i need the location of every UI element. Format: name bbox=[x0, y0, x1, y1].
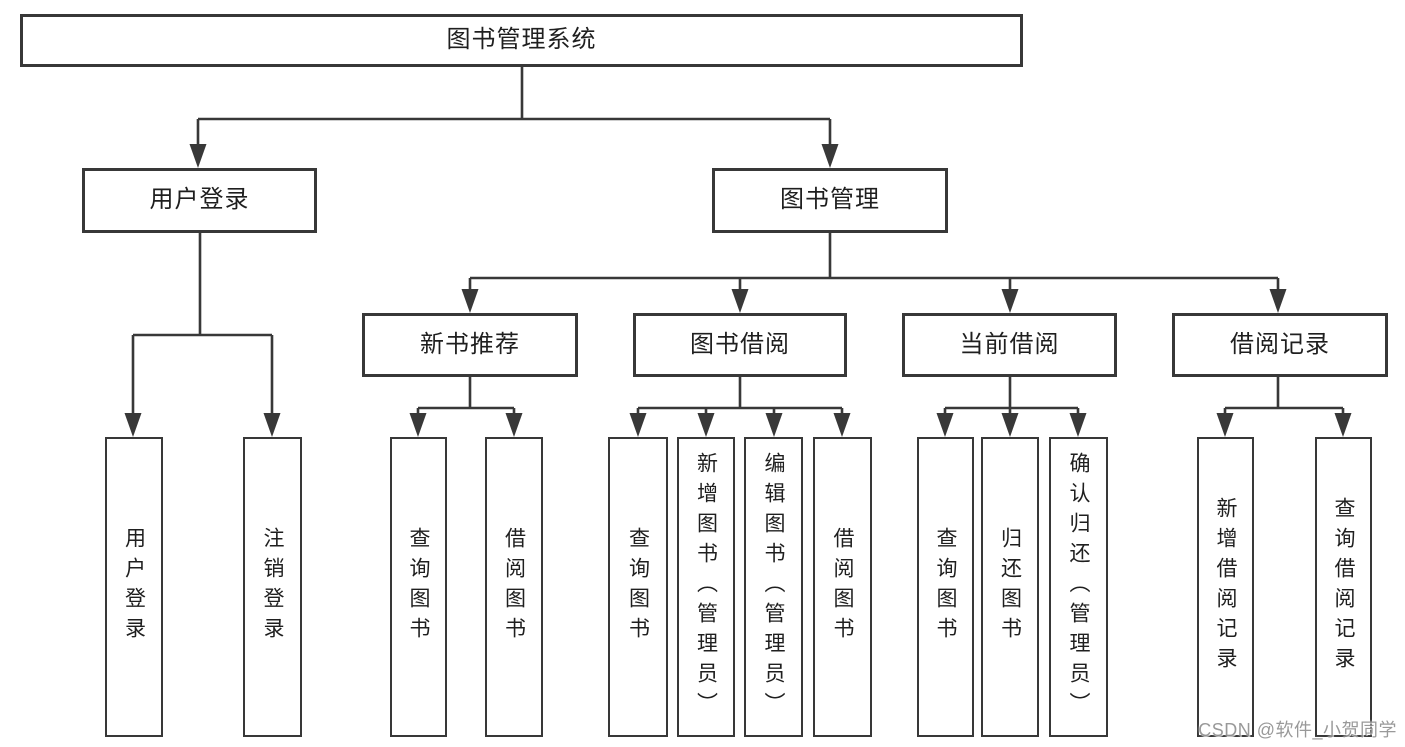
leaf-current-query-books-label: 查询图书 bbox=[934, 527, 957, 647]
node-user-login-label: 用户登录 bbox=[149, 186, 250, 214]
leaf-borrowing-add-books-admin-label: 新增图书（管理员） bbox=[694, 452, 718, 722]
leaf-logout: 注销登录 bbox=[243, 437, 302, 737]
leaf-borrowing-edit-books-admin: 编辑图书（管理员） bbox=[744, 437, 803, 737]
leaf-records-add-record-label: 新增借阅记录 bbox=[1214, 497, 1237, 677]
leaf-borrowing-borrow-books: 借阅图书 bbox=[813, 437, 872, 737]
node-book-borrowing: 图书借阅 bbox=[633, 313, 847, 377]
node-root-label: 图书管理系统 bbox=[446, 26, 597, 54]
watermark: CSDN @软件_小贺同学 bbox=[1198, 720, 1397, 740]
node-current-borrow: 当前借阅 bbox=[902, 313, 1117, 377]
node-root-system: 图书管理系统 bbox=[20, 14, 1023, 67]
leaf-recommend-borrow-books-label: 借阅图书 bbox=[502, 527, 526, 647]
node-borrow-records: 借阅记录 bbox=[1172, 313, 1388, 377]
leaf-borrowing-add-books-admin: 新增图书（管理员） bbox=[677, 437, 735, 737]
leaf-records-query-record-label: 查询借阅记录 bbox=[1332, 497, 1355, 677]
leaf-records-add-record: 新增借阅记录 bbox=[1197, 437, 1254, 737]
leaf-borrowing-borrow-books-label: 借阅图书 bbox=[831, 527, 854, 647]
node-book-management-label: 图书管理 bbox=[780, 186, 880, 214]
leaf-recommend-query-books-label: 查询图书 bbox=[407, 527, 430, 647]
node-borrow-records-label: 借阅记录 bbox=[1230, 330, 1330, 358]
leaf-records-query-record: 查询借阅记录 bbox=[1315, 437, 1372, 737]
leaf-borrowing-query-books-label: 查询图书 bbox=[626, 527, 650, 647]
leaf-logout-label: 注销登录 bbox=[261, 527, 284, 647]
leaf-current-confirm-return-admin: 确认归还（管理员） bbox=[1049, 437, 1108, 737]
leaf-current-return-books-label: 归还图书 bbox=[998, 527, 1022, 647]
leaf-user-login: 用户登录 bbox=[105, 437, 163, 737]
leaf-current-query-books: 查询图书 bbox=[917, 437, 974, 737]
node-user-login: 用户登录 bbox=[82, 168, 317, 233]
node-current-borrow-label: 当前借阅 bbox=[959, 330, 1060, 358]
leaf-borrowing-query-books: 查询图书 bbox=[608, 437, 668, 737]
leaf-user-login-label: 用户登录 bbox=[122, 527, 146, 647]
node-new-book-recommend-label: 新书推荐 bbox=[420, 330, 520, 358]
leaf-current-return-books: 归还图书 bbox=[981, 437, 1039, 737]
leaf-current-confirm-return-admin-label: 确认归还（管理员） bbox=[1067, 452, 1090, 722]
node-book-borrowing-label: 图书借阅 bbox=[690, 330, 790, 358]
leaf-recommend-query-books: 查询图书 bbox=[390, 437, 447, 737]
node-new-book-recommend: 新书推荐 bbox=[362, 313, 578, 377]
node-book-management: 图书管理 bbox=[712, 168, 948, 233]
leaf-recommend-borrow-books: 借阅图书 bbox=[485, 437, 543, 737]
connector-arrowheads bbox=[124, 144, 1352, 437]
leaf-borrowing-edit-books-admin-label: 编辑图书（管理员） bbox=[762, 452, 785, 722]
